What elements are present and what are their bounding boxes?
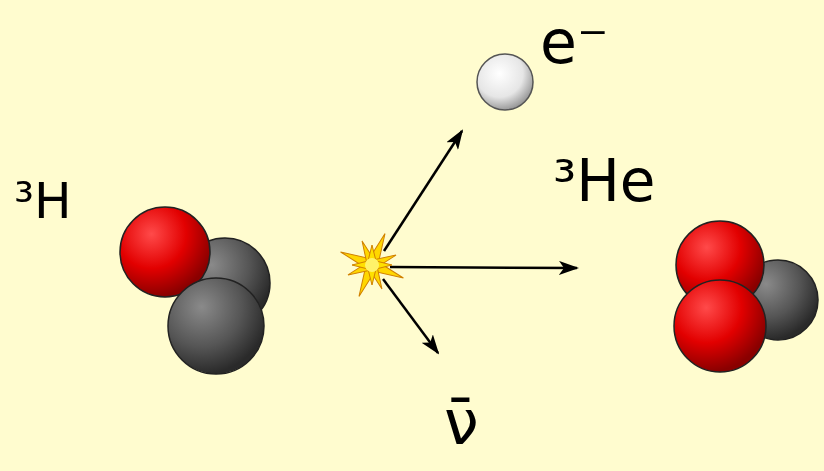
proton	[674, 280, 766, 372]
tritium-nucleus	[120, 207, 270, 374]
antineutrino-arrow	[383, 279, 438, 353]
particle-label: ν̄	[444, 392, 479, 454]
isotope-label: ³He	[553, 152, 656, 210]
electron-arrow	[384, 131, 462, 251]
neutron	[168, 278, 264, 374]
nucleus-arrow	[390, 267, 577, 268]
particle-label: e⁻	[540, 12, 609, 72]
helium3-nucleus	[674, 221, 818, 372]
decay-burst	[328, 221, 417, 310]
isotope-label: ³H	[14, 176, 72, 226]
electron	[477, 54, 533, 110]
